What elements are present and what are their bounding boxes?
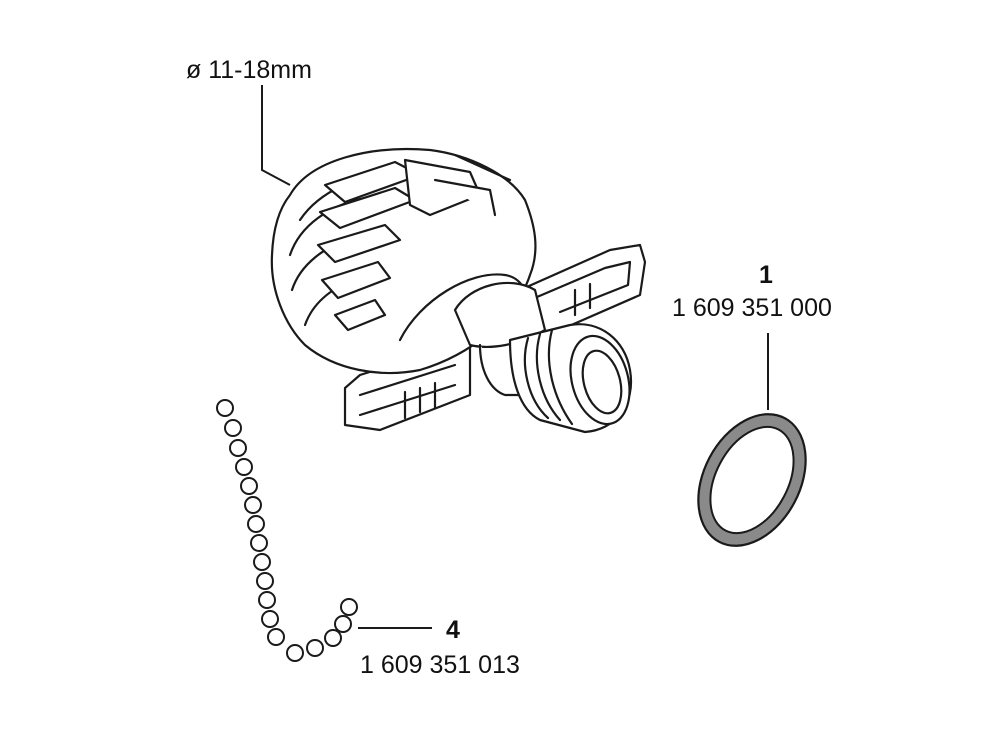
- chain-bead: [253, 553, 271, 571]
- chain-bead: [216, 399, 234, 417]
- chain-bead: [229, 439, 247, 457]
- chain-bead: [340, 598, 358, 616]
- chain-bead: [235, 458, 253, 476]
- part-1-index: 1: [759, 261, 773, 289]
- diameter-label: ø 11-18mm: [186, 56, 312, 84]
- chain-bead: [247, 515, 265, 533]
- chain-bead: [250, 534, 268, 552]
- chain-bead: [306, 639, 324, 657]
- chain-bead: [258, 591, 276, 609]
- diameter-leader-line: [261, 85, 291, 186]
- chain-bead: [244, 496, 262, 514]
- chain-bead: [261, 610, 279, 628]
- chain-bead: [240, 477, 258, 495]
- chain-bead: [334, 615, 352, 633]
- hose-adapter-illustration: [270, 148, 647, 434]
- chain-bead: [324, 629, 342, 647]
- part-4-number: 1 609 351 013: [360, 651, 520, 679]
- chain-bead: [267, 628, 285, 646]
- chain-bead: [286, 644, 304, 662]
- bead-chain-illustration: [216, 399, 358, 662]
- sealing-ring-illustration: [697, 413, 807, 547]
- part-4-index: 4: [446, 616, 460, 644]
- part-1-number: 1 609 351 000: [672, 294, 832, 322]
- chain-bead: [256, 572, 274, 590]
- chain-bead: [224, 419, 242, 437]
